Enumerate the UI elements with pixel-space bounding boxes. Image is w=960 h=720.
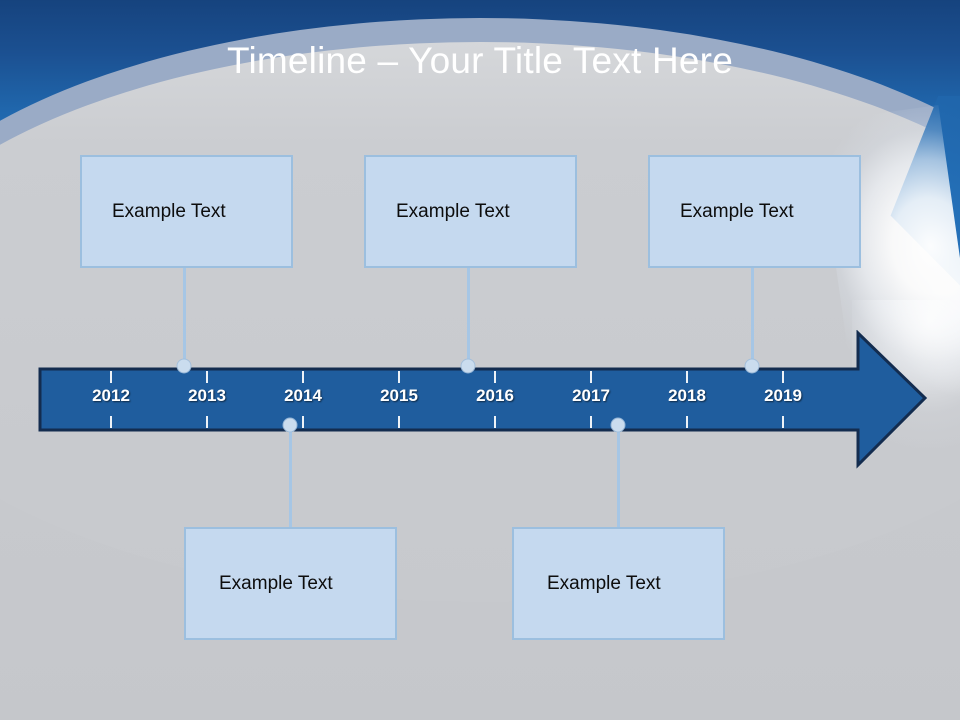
tick-2015-bottom [398, 416, 400, 428]
year-label-2019: 2019 [764, 386, 802, 405]
callout-box-2017[interactable]: Example Text [512, 527, 725, 640]
year-label-2015: 2015 [380, 386, 418, 405]
milestone-dot-2017 [611, 418, 625, 432]
milestone-dot-2013 [177, 359, 191, 373]
callout-text-2013: Example Text [112, 200, 226, 222]
callout-text-2019: Example Text [680, 200, 794, 222]
callout-box-2016[interactable]: Example Text [364, 155, 577, 268]
tick-2016-top [494, 371, 496, 383]
tick-2013-bottom [206, 416, 208, 428]
connector-2017 [617, 424, 620, 527]
tick-2012-bottom [110, 416, 112, 428]
connector-2019 [751, 268, 754, 368]
tick-2013-top [206, 371, 208, 383]
background-arc-body [0, 42, 960, 602]
tick-2014-top [302, 371, 304, 383]
tick-2017-top [590, 371, 592, 383]
timeline-arrow-shape [38, 330, 928, 469]
year-label-2017: 2017 [572, 386, 610, 405]
tick-2018-bottom [686, 416, 688, 428]
milestone-dot-2016 [461, 359, 475, 373]
callout-text-2017: Example Text [547, 572, 661, 594]
year-label-2018: 2018 [668, 386, 706, 405]
milestone-dot-2014 [283, 418, 297, 432]
milestone-dot-2019 [745, 359, 759, 373]
year-label-2012: 2012 [92, 386, 130, 405]
tick-2016-bottom [494, 416, 496, 428]
tick-2018-top [686, 371, 688, 383]
connector-2013 [183, 268, 186, 368]
connector-2016 [467, 268, 470, 368]
callout-text-2014: Example Text [219, 572, 333, 594]
callout-text-2016: Example Text [396, 200, 510, 222]
callout-box-2013[interactable]: Example Text [80, 155, 293, 268]
year-label-2016: 2016 [476, 386, 514, 405]
year-label-2013: 2013 [188, 386, 226, 405]
callout-box-2019[interactable]: Example Text [648, 155, 861, 268]
connector-2014 [289, 424, 292, 527]
tick-2015-top [398, 371, 400, 383]
tick-2019-top [782, 371, 784, 383]
timeline-arrow [38, 330, 928, 470]
tick-2019-bottom [782, 416, 784, 428]
year-label-2014: 2014 [284, 386, 322, 405]
tick-2014-bottom [302, 416, 304, 428]
callout-box-2014[interactable]: Example Text [184, 527, 397, 640]
tick-2012-top [110, 371, 112, 383]
tick-2017-bottom [590, 416, 592, 428]
page-title: Timeline – Your Title Text Here [227, 40, 733, 81]
